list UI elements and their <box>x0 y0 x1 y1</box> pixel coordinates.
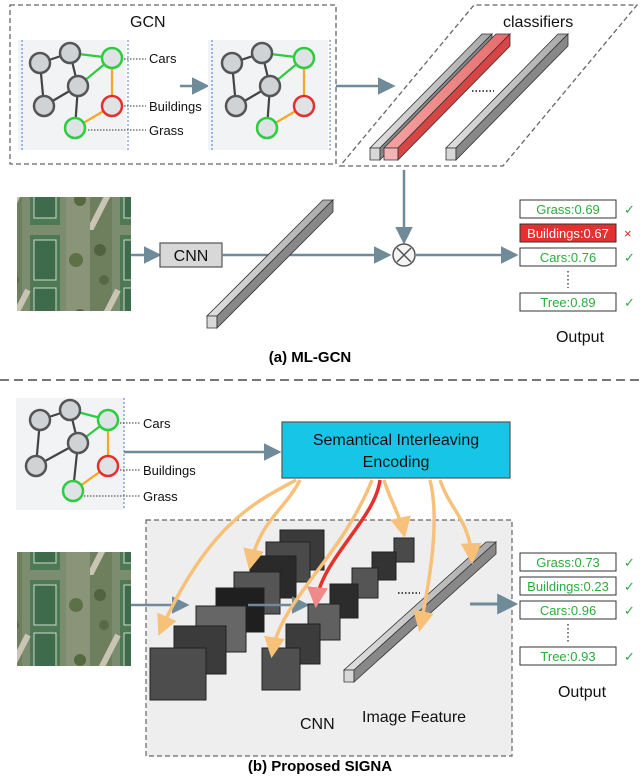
cross-icon: × <box>624 226 632 241</box>
output-box-highlight <box>519 223 617 243</box>
cnn-label-a: CNN <box>174 248 209 265</box>
gcn-title: GCN <box>130 14 166 31</box>
gcn-label-grass: Grass <box>149 123 184 138</box>
image-feature-bar-a <box>206 199 334 329</box>
output-box <box>519 552 617 572</box>
output-score: Grass:0.69 <box>536 202 600 217</box>
check-icon: ✓ <box>624 555 635 570</box>
output-label-a: Output <box>556 329 605 346</box>
check-icon: ✓ <box>624 579 635 594</box>
check-icon: ✓ <box>624 202 635 217</box>
output-score: Cars:0.96 <box>540 603 596 618</box>
gcn-box <box>9 4 337 165</box>
output-box <box>519 646 617 666</box>
output-box <box>519 247 617 267</box>
panel-a: GCN Cars Buildings Grass <box>9 4 639 366</box>
output-score: Tree:0.89 <box>540 295 595 310</box>
caption-b: (b) Proposed SIGNA <box>248 758 392 775</box>
signa-label-buildings: Buildings <box>143 463 196 478</box>
check-icon: ✓ <box>624 295 635 310</box>
gcn-graph-input <box>18 40 129 150</box>
output-list-b: Grass:0.73 ✓ Buildings:0.23 ✓ Cars:0.96 … <box>519 552 635 666</box>
output-box <box>519 600 617 620</box>
image-feature-label: Image Feature <box>362 709 466 726</box>
output-score: Buildings:0.23 <box>527 579 609 594</box>
caption-a: (a) ML-GCN <box>269 349 352 366</box>
sie-label-line1: Semantical Interleaving <box>313 432 479 449</box>
output-box <box>519 576 617 596</box>
input-image-a <box>17 197 131 311</box>
input-image-b <box>17 552 131 666</box>
output-box <box>519 292 617 312</box>
output-label-b: Output <box>558 684 607 701</box>
check-icon: ✓ <box>624 250 635 265</box>
multiply-icon <box>392 243 416 267</box>
sie-label-line2: Encoding <box>363 454 430 471</box>
classifier-bar-red <box>383 33 511 161</box>
gcn-graph-output <box>208 40 331 150</box>
signa-label-cars: Cars <box>143 416 171 431</box>
gcn-label-buildings: Buildings <box>149 99 202 114</box>
output-score: Grass:0.73 <box>536 555 600 570</box>
output-score: Cars:0.76 <box>540 250 596 265</box>
feature-maps-1 <box>149 529 325 701</box>
sie-connections <box>157 478 482 659</box>
output-box <box>519 199 617 219</box>
panel-b: Cars Buildings Grass Semantical Interlea… <box>16 398 635 775</box>
classifiers-label: classifiers <box>503 14 573 31</box>
signa-graph <box>16 398 125 510</box>
cnn-label-b: CNN <box>300 716 335 733</box>
gcn-label-cars: Cars <box>149 51 177 66</box>
signa-label-grass: Grass <box>143 489 178 504</box>
output-list-a: Grass:0.69 ✓ Buildings:0.67 × Cars:0.76 … <box>519 199 635 312</box>
classifiers-box <box>338 4 639 167</box>
check-icon: ✓ <box>624 603 635 618</box>
check-icon: ✓ <box>624 649 635 664</box>
sie-box <box>281 421 511 479</box>
feature-maps-2 <box>261 537 415 691</box>
output-score: Tree:0.93 <box>540 649 595 664</box>
classifier-bar-gray-2 <box>445 33 569 161</box>
cnn-box-a <box>159 242 223 268</box>
output-score: Buildings:0.67 <box>527 226 609 241</box>
